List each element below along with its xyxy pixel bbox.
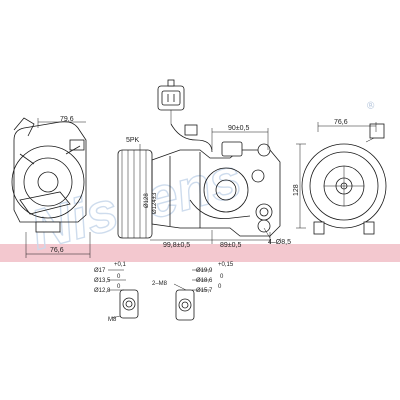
fitting-right-d2-tol: 0 (220, 274, 224, 280)
fitting-left-d2: Ø13,5 (94, 278, 111, 284)
fitting-left-thread: M8 (108, 317, 117, 323)
dim-length-main: 99,8±0,5 (163, 242, 190, 249)
dim-length-side: 89±0,5 (220, 242, 241, 249)
registered-mark: ® (366, 100, 377, 113)
dim-right-height: 128 (293, 184, 300, 196)
right-front-view: 76,6 128 (293, 119, 387, 235)
dim-right-width: 76,6 (334, 119, 348, 126)
fitting-left-d2-tol: 0 (117, 274, 121, 280)
dim-pulley-grooves: 5PK (126, 137, 140, 144)
pink-band (0, 244, 400, 262)
fitting-left: Ø17 +0,1 Ø13,5 0 Ø12,8 0 M8 (94, 262, 139, 323)
fitting-right-d1: Ø19,9 (196, 268, 213, 274)
dim-pulley-inner: Ø124±3 (152, 192, 158, 214)
fitting-right: 2–M8 Ø19,9 +0,15 Ø18,6 0 Ø15,7 0 (152, 262, 234, 321)
fitting-right-d1-tol: +0,15 (218, 262, 234, 268)
fitting-left-d1: Ø17 (94, 268, 106, 274)
dim-top-mount: 90±0,5 (228, 125, 249, 132)
fitting-left-d3-tol: 0 (117, 284, 121, 290)
center-side-view: 5PK Ø128 Ø124±3 90±0,5 99,8±0,5 89±0,5 4… (117, 123, 291, 249)
dim-left-bottom: 76,6 (50, 247, 64, 254)
fitting-right-d3-tol: 0 (218, 284, 222, 290)
dim-pulley-diameter: Ø128 (144, 193, 150, 208)
fitting-left-d3: Ø12,8 (94, 288, 111, 294)
fitting-right-thread: 2–M8 (152, 281, 168, 287)
dim-left-width: 79,6 (60, 116, 74, 123)
fitting-right-d2: Ø18,6 (196, 278, 213, 284)
fitting-left-d1-tol: +0,1 (114, 262, 127, 268)
left-side-view: 79,6 76,6 (11, 116, 91, 258)
dim-holes: 4–Ø8,5 (268, 239, 291, 246)
fitting-right-d3: Ø15,7 (196, 288, 213, 294)
connector-detail (157, 79, 185, 124)
